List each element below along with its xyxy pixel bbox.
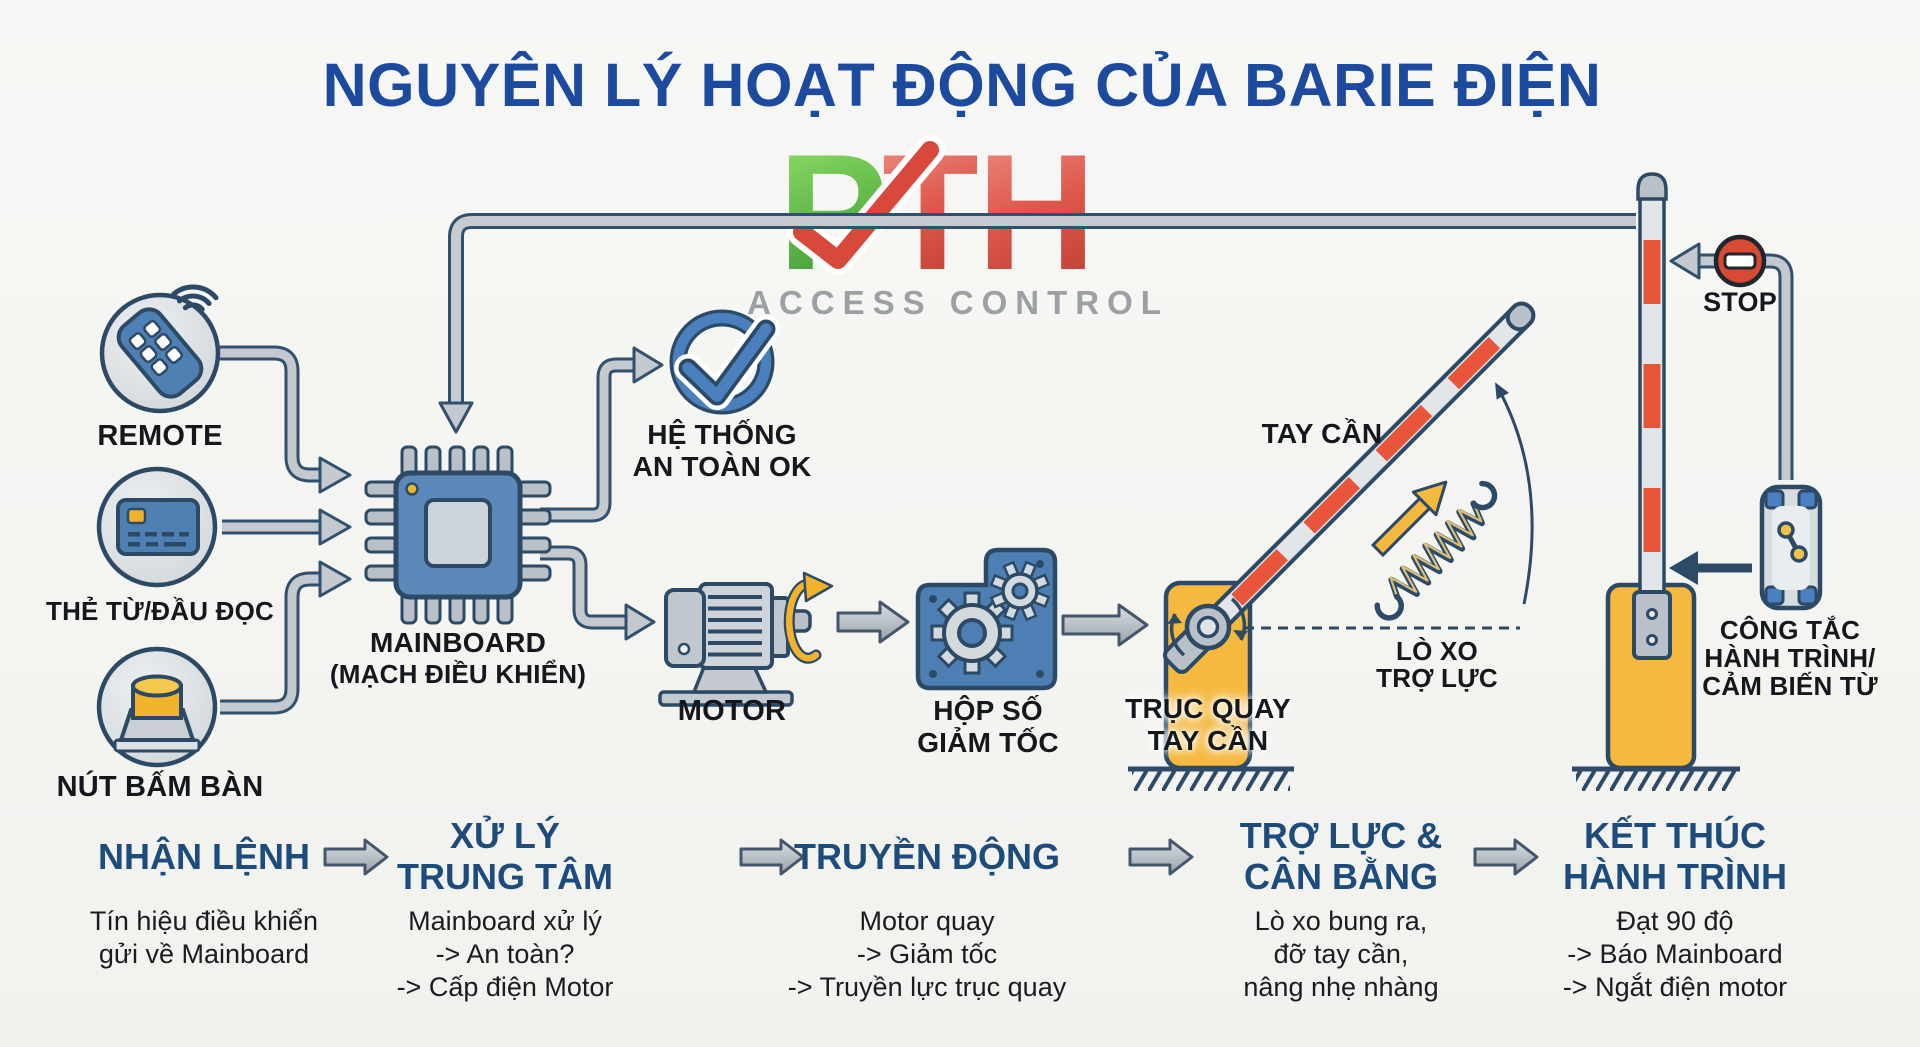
switch-label-1: CÔNG TẮC bbox=[1719, 615, 1861, 645]
step-body-line: -> Giảm tốc bbox=[856, 939, 998, 969]
safety-wire bbox=[540, 346, 664, 523]
limit-switch-icon bbox=[1759, 484, 1823, 611]
motor-icon bbox=[658, 571, 834, 707]
step-title-line: HÀNH TRÌNH bbox=[1563, 856, 1787, 897]
step-title-line: TRỢ LỰC & bbox=[1239, 815, 1443, 856]
step-body-line: gửi về Mainboard bbox=[98, 939, 310, 969]
step-spring-balance: TRỢ LỰC & CÂN BẰNG Lò xo bung ra, đỡ tay… bbox=[1151, 814, 1531, 1004]
vertical-pole-icon bbox=[1632, 172, 1672, 660]
step-title-line: CÂN BẰNG bbox=[1244, 856, 1438, 897]
step-title-line: NHẬN LỆNH bbox=[98, 835, 310, 877]
gearbox-label-2: GIẢM TỐC bbox=[917, 727, 1059, 758]
step-title: KẾT THÚC HÀNH TRÌNH bbox=[1485, 814, 1865, 898]
step-description: Lò xo bung ra, đỡ tay cần, nâng nhẹ nhàn… bbox=[1151, 905, 1531, 1004]
ground-hatch-right bbox=[1572, 766, 1740, 791]
arm-label: TAY CẦN bbox=[1261, 418, 1383, 449]
step-title-line: KẾT THÚC bbox=[1584, 815, 1766, 856]
top-feedback-wire bbox=[438, 213, 1636, 434]
step-body-line: -> Cấp điện Motor bbox=[396, 972, 614, 1002]
flow-arrow-1 bbox=[323, 838, 389, 876]
safety-label-2: AN TOÀN OK bbox=[632, 451, 812, 482]
step-end-travel: KẾT THÚC HÀNH TRÌNH Đạt 90 độ -> Báo Mai… bbox=[1485, 814, 1865, 1004]
step-body-line: Đạt 90 độ bbox=[1616, 906, 1734, 936]
logo-subtitle: ACCESS CONTROL bbox=[747, 284, 1169, 321]
gearbox-shaft-arrow bbox=[1061, 603, 1149, 647]
gear-icon bbox=[930, 591, 1014, 675]
step-body-line: nâng nhẹ nhàng bbox=[1243, 972, 1439, 1002]
step-description: Motor quay -> Giảm tốc -> Truyền lực trụ… bbox=[737, 905, 1117, 1004]
step-title-line: TRUYỀN ĐỘNG bbox=[793, 835, 1060, 877]
check-circle-icon bbox=[669, 309, 780, 415]
card-label: THẺ TỪ/ĐẦU ĐỌC bbox=[45, 596, 275, 626]
pivot-hub-icon bbox=[1167, 597, 1248, 657]
ground-hatch-left bbox=[1128, 766, 1294, 791]
spring-icon bbox=[1374, 480, 1498, 621]
rotation-arrow-icon bbox=[783, 571, 834, 664]
gearbox-icon bbox=[915, 547, 1058, 691]
step-body-line: Mainboard xử lý bbox=[408, 906, 602, 936]
chip-icon bbox=[364, 445, 552, 625]
step-body-line: -> An toàn? bbox=[435, 939, 575, 969]
spring-label-2: TRỢ LỰC bbox=[1376, 663, 1498, 693]
angle-arc bbox=[1495, 382, 1534, 605]
step-title: TRUYỀN ĐỘNG bbox=[737, 814, 1117, 898]
step-body-line: -> Ngắt điện motor bbox=[1562, 972, 1788, 1002]
step-title-line: TRUNG TÂM bbox=[397, 856, 613, 897]
stop-label: STOP bbox=[1703, 287, 1777, 317]
step-body-line: Motor quay bbox=[859, 906, 995, 936]
logo-letter-h: H bbox=[976, 120, 1096, 304]
motor-gearbox-arrow bbox=[836, 600, 910, 644]
logo-check-icon bbox=[787, 135, 945, 275]
step-receive-command: NHẬN LỆNH Tín hiệu điều khiển gửi về Mai… bbox=[14, 814, 394, 971]
step-body-line: Lò xo bung ra, bbox=[1254, 906, 1428, 936]
mainboard-label-2: (MẠCH ĐIỀU KHIỂN) bbox=[329, 659, 587, 689]
safety-label-1: HỆ THỐNG bbox=[647, 419, 797, 450]
pth-logo: P T H bbox=[778, 120, 1096, 304]
remote-control-icon bbox=[99, 284, 221, 414]
flow-arrow-3 bbox=[1128, 838, 1194, 876]
page-title: NGUYÊN LÝ HOẠT ĐỘNG CỦA BARIE ĐIỆN bbox=[322, 51, 1602, 119]
motor-wire bbox=[540, 545, 656, 641]
step-description: Mainboard xử lý -> An toàn? -> Cấp điện … bbox=[315, 905, 695, 1004]
input-arrows bbox=[220, 345, 352, 715]
step-description: Đạt 90 độ -> Báo Mainboard -> Ngắt điện … bbox=[1485, 905, 1865, 1004]
step-body-line: -> Truyền lực trục quay bbox=[787, 972, 1067, 1002]
step-central-processing: XỬ LÝ TRUNG TÂM Mainboard xử lý -> An to… bbox=[315, 814, 695, 1004]
rfid-card-icon bbox=[96, 466, 218, 588]
step-body-line: -> Báo Mainboard bbox=[1567, 939, 1783, 969]
switch-label-3: CẢM BIẾN TỪ bbox=[1702, 671, 1878, 701]
step-body-line: Tín hiệu điều khiển bbox=[89, 906, 319, 936]
switch-arrow bbox=[1669, 551, 1752, 585]
motor-label: MOTOR bbox=[677, 695, 787, 727]
step-description: Tín hiệu điều khiển gửi về Mainboard bbox=[14, 905, 394, 971]
lift-arrow-icon bbox=[1370, 480, 1448, 558]
step-title-line: XỬ LÝ bbox=[450, 815, 560, 856]
gearbox-label-1: HỘP SỐ bbox=[933, 695, 1043, 726]
shaft-label-1: TRỤC QUAY bbox=[1125, 693, 1291, 724]
step-body-line: đỡ tay cần, bbox=[1273, 939, 1409, 969]
step-transmission: TRUYỀN ĐỘNG Motor quay -> Giảm tốc -> Tr… bbox=[737, 814, 1117, 1004]
flow-arrow-4 bbox=[1473, 838, 1539, 876]
small-gear-icon bbox=[989, 560, 1051, 622]
step-title: TRỢ LỰC & CÂN BẰNG bbox=[1151, 814, 1531, 898]
no-entry-icon bbox=[1713, 234, 1767, 288]
mainboard-label-1: MAINBOARD bbox=[369, 627, 547, 658]
remote-label: REMOTE bbox=[97, 420, 223, 452]
switch-label-2: HÀNH TRÌNH/ bbox=[1704, 643, 1876, 673]
step-title: NHẬN LỆNH bbox=[14, 814, 394, 898]
stop-wire bbox=[1669, 242, 1794, 480]
button-label: NÚT BẤM BÀN bbox=[56, 771, 264, 803]
spring-label-1: LÒ XO bbox=[1396, 636, 1478, 666]
shaft-label-2: TAY CẦN bbox=[1147, 725, 1269, 756]
desk-button-icon bbox=[96, 646, 218, 768]
flow-arrow-2 bbox=[739, 838, 805, 876]
step-title: XỬ LÝ TRUNG TÂM bbox=[315, 814, 695, 898]
